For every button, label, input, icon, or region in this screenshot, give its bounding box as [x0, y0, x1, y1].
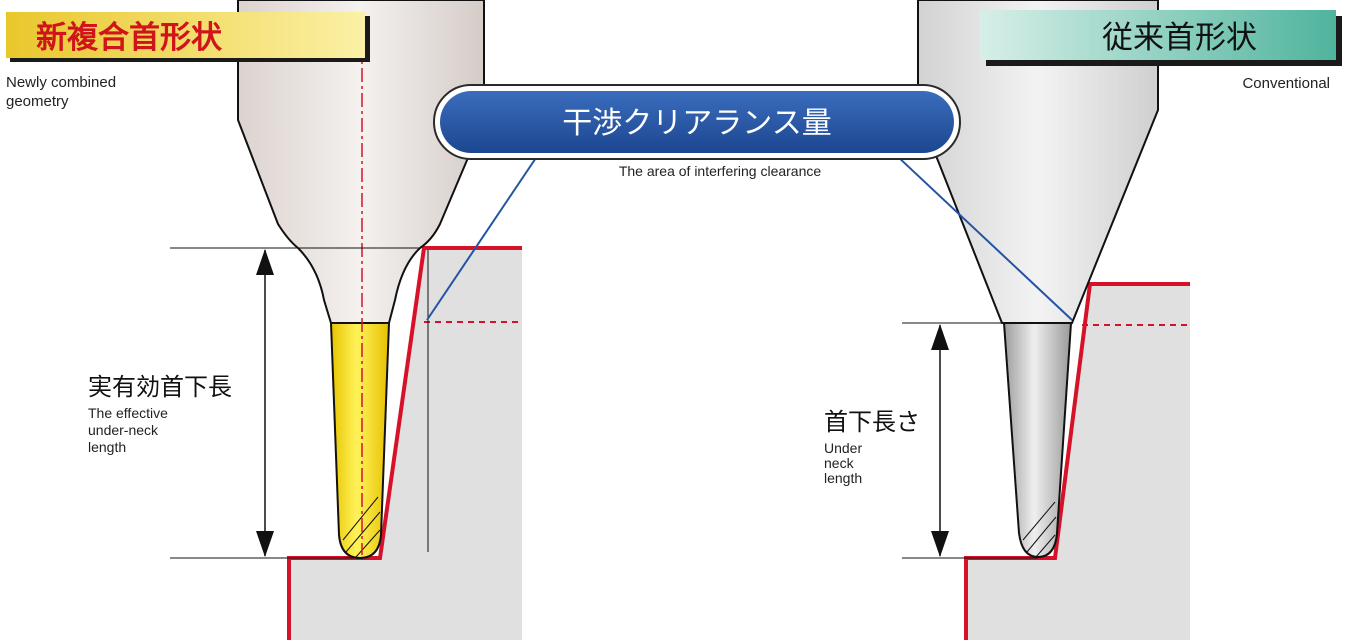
right-workpiece-edge: [964, 282, 1190, 640]
left-tool-flute: [329, 322, 391, 560]
conventional-panel: 首下長さ Under neck length 従来首形状 Conventiona…: [824, 0, 1342, 640]
callout-leader-left: [426, 139, 549, 321]
right-dim-arrowhead-top: [931, 324, 949, 350]
right-workpiece: [966, 284, 1190, 640]
right-length-label-jp: 首下長さ: [824, 408, 920, 436]
new-geometry-panel: 実有効首下長 The effective under-neck length 新…: [6, 0, 522, 640]
clearance-callout: 干渉クリアランス量 The area of interfering cleara…: [426, 84, 1073, 321]
left-length-label-en-1: The effective: [88, 405, 168, 421]
left-dim-arrowhead-top: [256, 249, 274, 275]
right-length-label-en-1: Under: [824, 440, 862, 456]
right-title-box: [980, 10, 1336, 60]
left-dim-arrowhead-bottom: [256, 531, 274, 557]
left-length-label-en-2: under-neck: [88, 422, 159, 438]
left-workpiece-edge: [287, 246, 522, 640]
left-tip-hatch: [342, 496, 381, 558]
right-tip-hatch: [1022, 501, 1057, 558]
callout-leader-right: [879, 139, 1073, 321]
left-subtitle-line2: geometry: [6, 93, 69, 110]
left-length-label-jp: 実有効首下長: [88, 373, 232, 401]
left-title: 新複合首形状: [36, 20, 223, 56]
callout-label-jp: 干渉クリアランス量: [562, 106, 831, 141]
right-dim-arrowhead-bottom: [931, 531, 949, 557]
left-subtitle-line1: Newly combined: [6, 74, 116, 91]
left-workpiece: [289, 248, 522, 640]
right-length-label-en-3: length: [824, 470, 862, 486]
callout-pill: [440, 91, 954, 153]
right-length-label-en-2: neck: [824, 455, 855, 471]
right-tool-flute: [1002, 322, 1073, 559]
left-length-label-en-3: length: [88, 439, 126, 455]
left-title-box: [6, 12, 365, 58]
right-subtitle: Conventional: [1242, 75, 1330, 92]
callout-label-en: The area of interfering clearance: [619, 163, 822, 179]
right-title: 従来首形状: [1102, 20, 1257, 56]
